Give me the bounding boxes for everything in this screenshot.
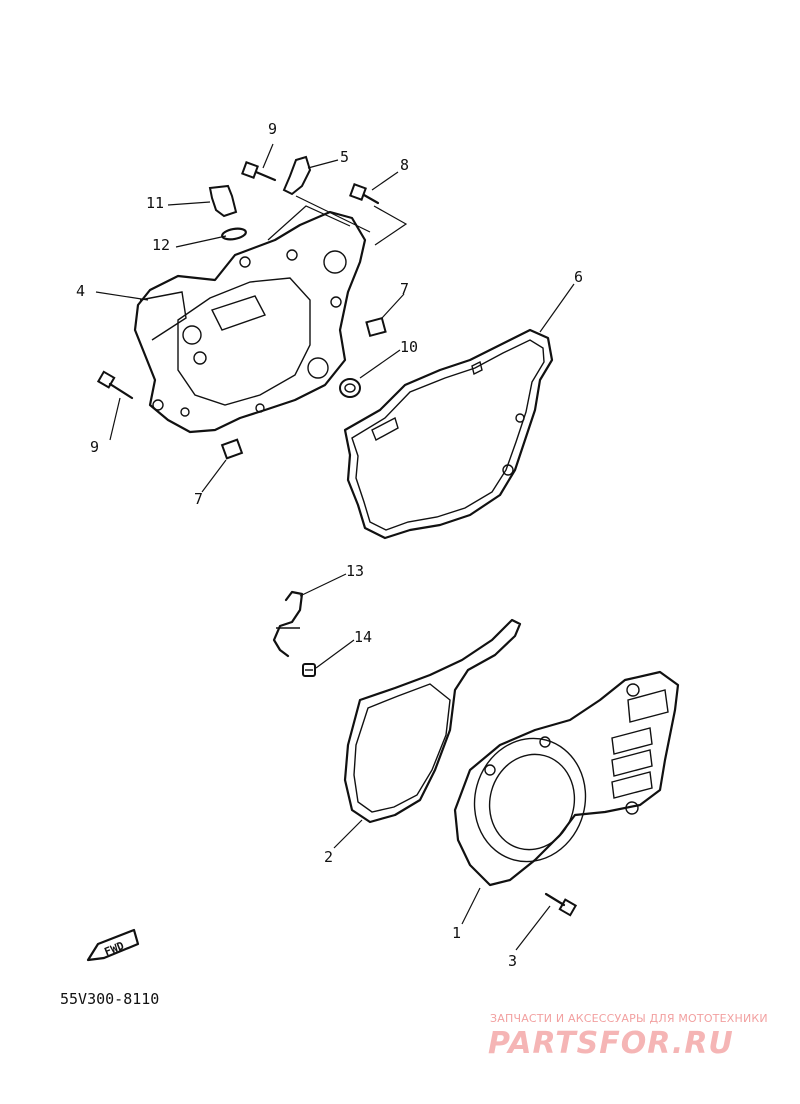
callout-6: 6: [574, 268, 584, 286]
callout-7-lower: 7: [194, 490, 204, 508]
callout-9: 9: [268, 120, 278, 138]
screw-part-3[interactable]: [544, 892, 578, 917]
callout-2: 2: [324, 848, 334, 866]
dowel-pin-part-7-upper[interactable]: [365, 316, 387, 338]
gasket-part-6[interactable]: [343, 328, 554, 540]
callout-10: 9: [90, 438, 100, 456]
oil-seal-part-11[interactable]: [339, 378, 361, 398]
forward-direction-arrow: FWD: [86, 928, 140, 962]
gasket-part-2[interactable]: [343, 618, 522, 824]
callout-7-upper: 7: [400, 280, 410, 298]
o-ring-part-13[interactable]: [221, 227, 247, 241]
bolt-part-9[interactable]: [241, 161, 277, 182]
callout-4: 4: [76, 282, 86, 300]
bolt-part-8[interactable]: [349, 183, 380, 205]
callout-14: 13: [346, 562, 365, 580]
plug-part-12[interactable]: [208, 184, 238, 218]
watermark-logo: PARTSFOR.RU: [488, 1026, 734, 1061]
crankcase-cover-part-1[interactable]: [453, 670, 680, 887]
callout-8: 8: [400, 156, 410, 174]
leader-lines: [95, 143, 575, 951]
callout-5: 5: [340, 148, 350, 166]
bracket-part-5[interactable]: [282, 155, 312, 196]
callout-13: 12: [152, 236, 171, 254]
bolt-part-10[interactable]: [96, 370, 134, 400]
callout-11: 10: [400, 338, 419, 356]
callout-15: 14: [354, 628, 373, 646]
callout-1: 1: [452, 924, 462, 942]
callout-12: 11: [146, 194, 165, 212]
watermark-tagline: ЗАПЧАСТИ И АКСЕССУАРЫ ДЛЯ МОТОТЕХНИКИ: [490, 1012, 768, 1025]
callout-3: 3: [508, 952, 518, 970]
dowel-pin-part-7-lower[interactable]: [220, 438, 244, 460]
diagram-code: 55V300-8110: [60, 990, 160, 1008]
screw-part-15[interactable]: [302, 663, 316, 677]
crankcase-cover-part-4[interactable]: [133, 210, 367, 434]
clamp-part-14[interactable]: [272, 590, 304, 658]
